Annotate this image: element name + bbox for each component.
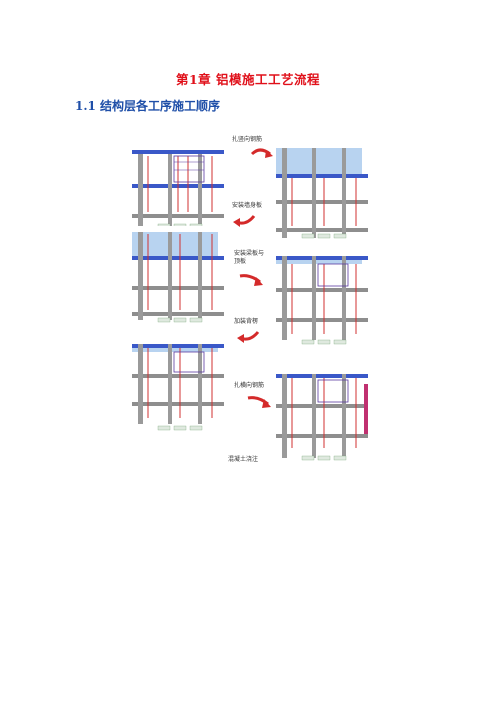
arrow-right-3 — [239, 274, 263, 286]
chapter-title: 第1章 铝模施工工艺流程 — [175, 72, 321, 87]
panel-4 — [272, 248, 372, 348]
process-figure: 扎竖向钢筋 安装墙身板 安装梁板与顶板 加装背楞 扎横向钢筋 混凝土浇注 — [126, 130, 374, 470]
section-title: 1.1 结构层各工序施工顺序 — [75, 99, 221, 113]
panel-2 — [272, 144, 372, 244]
panel-1 — [128, 140, 228, 240]
step-label-6: 混凝土浇注 — [228, 456, 259, 463]
arrow-left-4 — [237, 331, 260, 343]
arrow-right-1 — [250, 148, 273, 158]
step-label-3: 安装梁板与顶板 — [234, 250, 265, 265]
step-label-2: 安装墙身板 — [232, 202, 263, 209]
panel-5 — [128, 338, 228, 438]
arrow-left-2 — [233, 215, 256, 227]
step-label-4: 加装背楞 — [234, 318, 259, 325]
arrow-right-5 — [247, 396, 271, 408]
panel-3 — [128, 226, 228, 326]
step-label-1: 扎竖向钢筋 — [232, 136, 263, 143]
step-label-5: 扎横向钢筋 — [234, 382, 265, 389]
panel-6 — [272, 364, 372, 464]
